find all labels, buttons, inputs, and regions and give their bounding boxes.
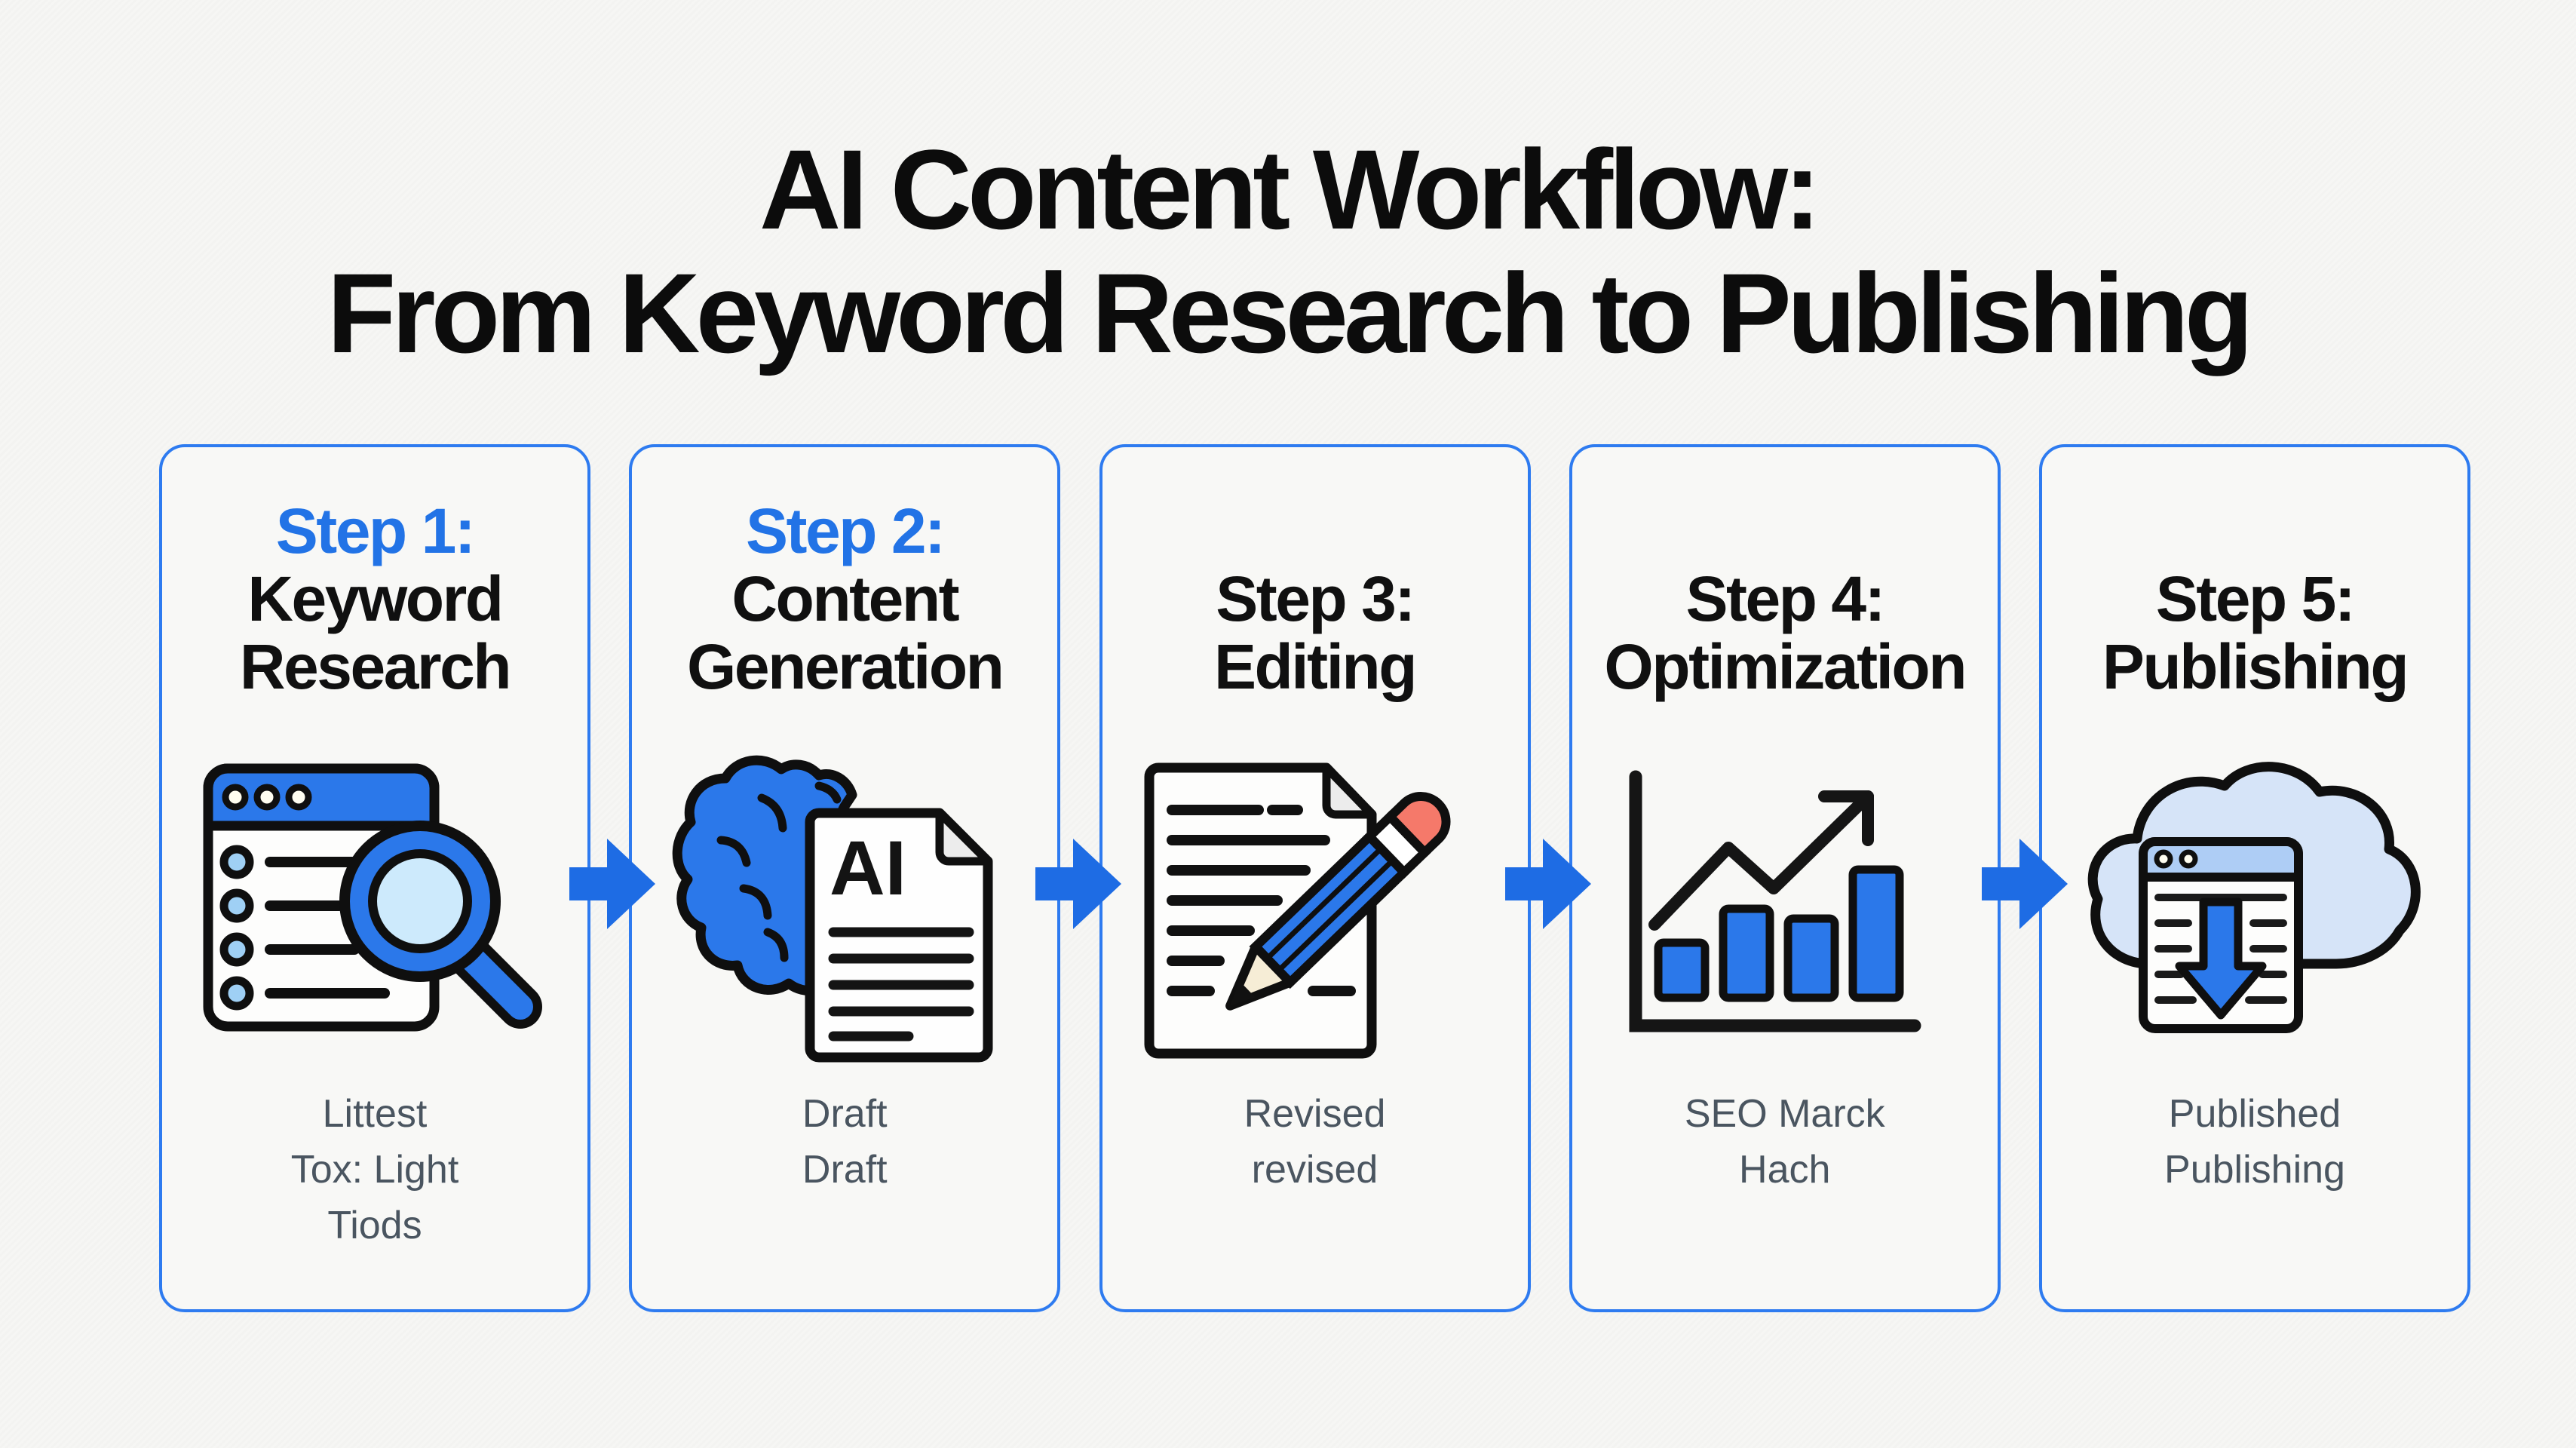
flow-arrow-2 xyxy=(1035,834,1123,934)
step-card-1: Step 1: Keyword Research xyxy=(159,444,590,1312)
flow-arrow-1 xyxy=(569,834,657,934)
flow-arrow-3 xyxy=(1505,834,1593,934)
step-card-4: Step 4: Optimization SEO Marck Hach xyxy=(1569,444,2001,1312)
step-1-caption: Littest Tox: Light Tiods xyxy=(290,1092,459,1247)
step-2-label: Step 2: xyxy=(745,495,946,567)
svg-text:AI: AI xyxy=(830,825,906,911)
step-2-title: Content Generation xyxy=(687,563,1004,703)
flow-arrow-4 xyxy=(1982,834,2069,934)
step-5-caption: Published Publishing xyxy=(2164,1092,2345,1192)
keyword-research-icon xyxy=(162,749,587,1073)
step-2-heading: Step 2: Content Generation xyxy=(639,479,1050,701)
workflow-steps-row: Step 1: Keyword Research xyxy=(159,444,2470,1318)
step-3-label: Step 3: xyxy=(1216,563,1415,635)
step-5-heading: Step 5: Publishing xyxy=(2050,479,2460,701)
seo-growth-chart-icon xyxy=(1572,749,1998,1073)
step-4-label: Step 4: xyxy=(1685,563,1885,635)
step-5-label: Step 5: xyxy=(2155,563,2356,635)
page-title: AI Content Workflow: From Keyword Resear… xyxy=(0,126,2576,376)
step-card-2: Step 2: Content Generation AI xyxy=(629,444,1061,1312)
step-card-5: Step 5: Publishing xyxy=(2039,444,2470,1312)
step-card-3: Step 3: Editing xyxy=(1099,444,1531,1312)
step-4-caption: SEO Marck Hach xyxy=(1684,1092,1885,1192)
cloud-publish-icon xyxy=(2042,749,2467,1073)
step-1-label: Step 1: xyxy=(275,495,476,567)
step-3-title: Editing xyxy=(1213,631,1418,703)
ai-brain-document-icon: AI xyxy=(632,749,1057,1073)
title-line-1: AI Content Workflow: xyxy=(759,126,1821,253)
step-2-caption: Draft Draft xyxy=(802,1092,888,1192)
step-1-title: Keyword Research xyxy=(239,563,512,703)
step-5-title: Publishing xyxy=(2102,631,2409,703)
step-1-heading: Step 1: Keyword Research xyxy=(170,479,580,701)
step-3-caption: Revised revised xyxy=(1244,1092,1386,1192)
document-pencil-icon xyxy=(1102,749,1528,1073)
step-4-heading: Step 4: Optimization xyxy=(1580,479,1990,701)
title-line-2: From Keyword Research to Publishing xyxy=(327,249,2254,376)
step-3-heading: Step 3: Editing xyxy=(1110,479,1520,701)
step-4-title: Optimization xyxy=(1604,631,1967,703)
